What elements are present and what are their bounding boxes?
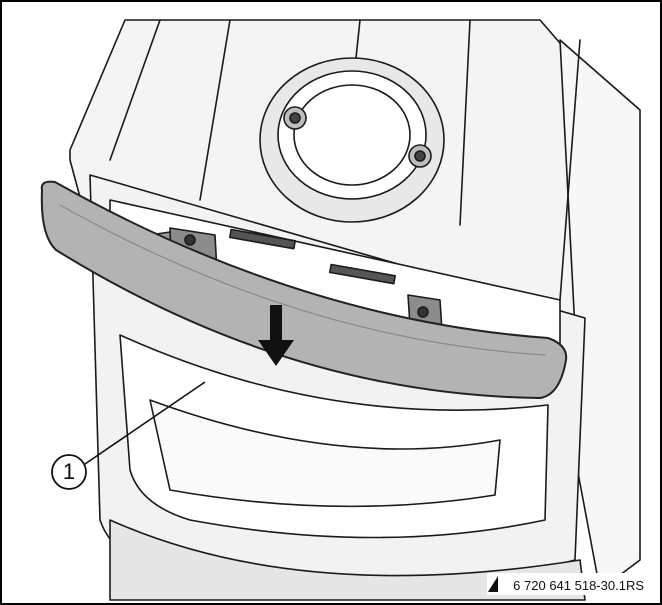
bolt-icon	[408, 144, 432, 168]
decorative-trim-piece	[40, 180, 568, 399]
callout-number: 1	[62, 459, 76, 484]
flue-collar	[259, 57, 445, 223]
stove-base	[109, 519, 586, 601]
bolt-icon	[283, 106, 307, 130]
arrow-down-icon	[258, 305, 294, 366]
figure-code: 6 720 641 518-30.1RS	[513, 578, 644, 593]
callout-1	[51, 381, 206, 490]
